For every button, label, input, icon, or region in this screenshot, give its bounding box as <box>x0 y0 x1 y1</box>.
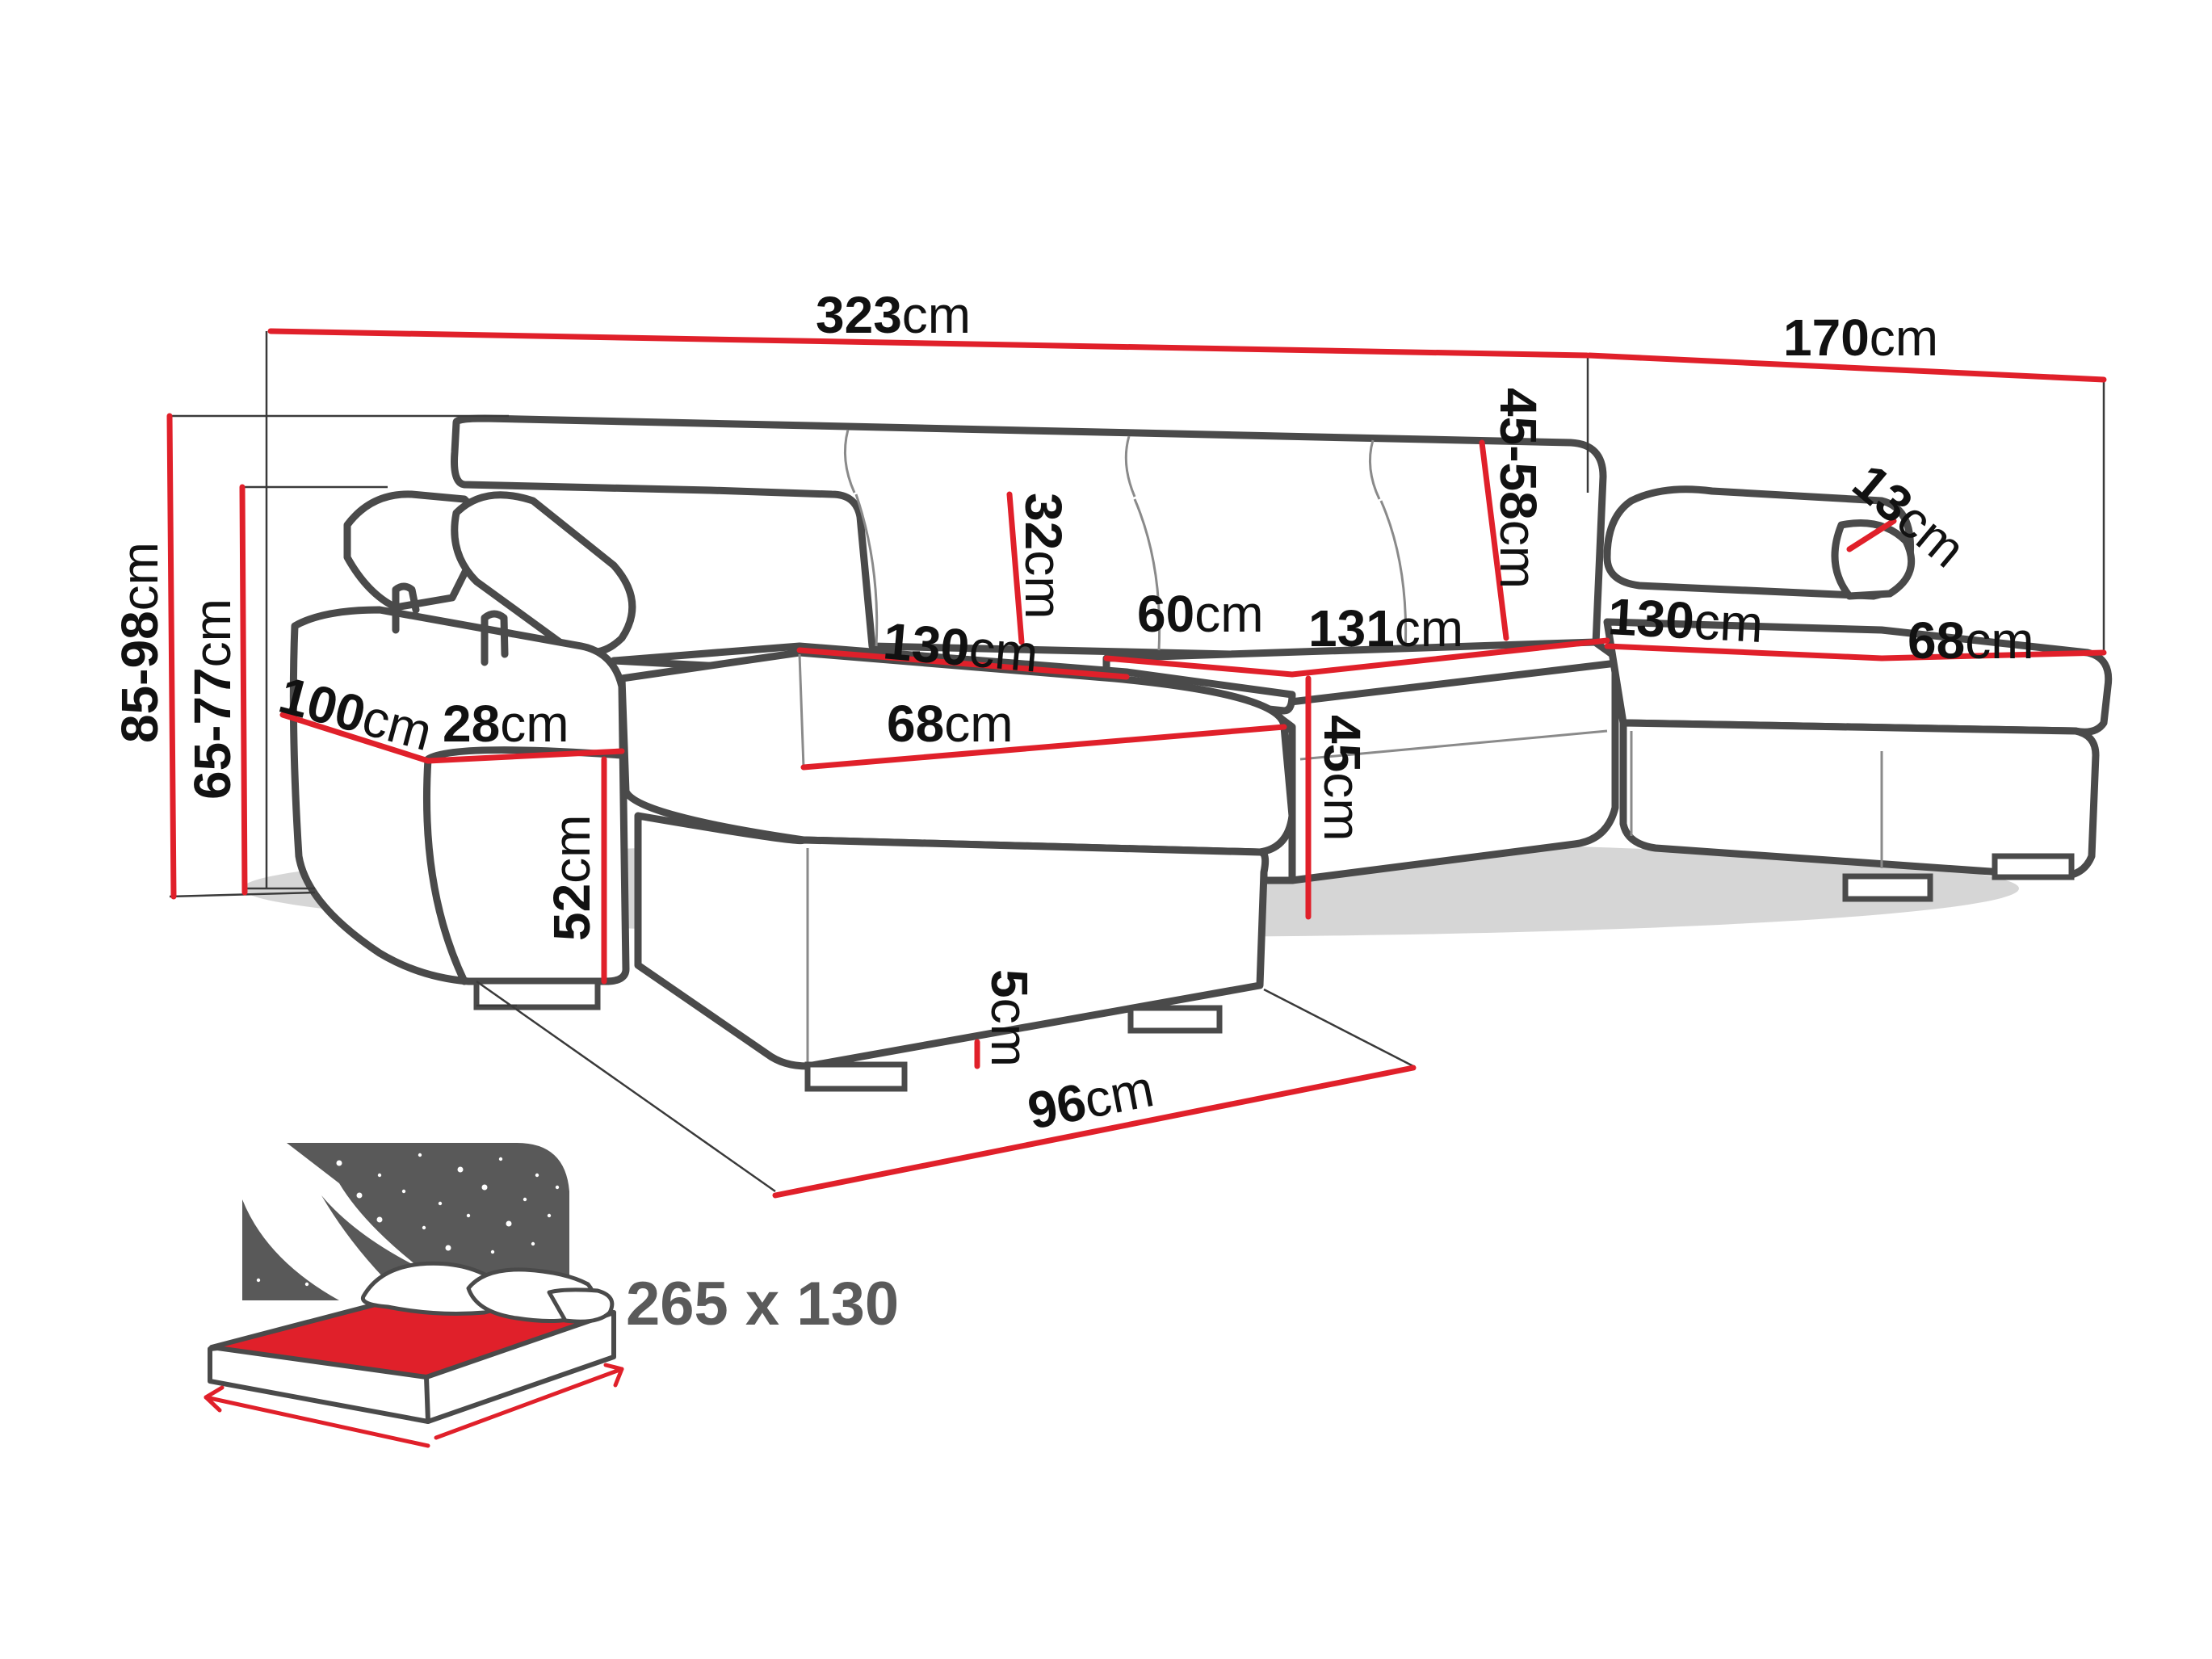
right-chaise <box>1603 485 2113 902</box>
star-dot <box>268 1225 273 1230</box>
label-323: 323cm <box>816 286 971 344</box>
guide-lines <box>169 331 2105 1193</box>
label-85-98: 85-98cm <box>111 542 169 743</box>
dim-line-131 <box>1289 637 1610 678</box>
star-dot <box>466 1213 471 1218</box>
label-32: 32cm <box>1014 493 1072 620</box>
bed-with-pillows-icon <box>204 1143 624 1448</box>
label-130-right: 130cm <box>1606 587 1765 653</box>
star-dot <box>506 1220 512 1227</box>
star-dot <box>531 1241 535 1246</box>
label-45: 45cm <box>1313 715 1371 842</box>
label-68-right: 68cm <box>1908 611 2034 670</box>
star-dot <box>418 1153 422 1157</box>
dim-line-32 <box>1006 491 1025 645</box>
dim-line-65-77 <box>239 484 248 896</box>
label-28: 28cm <box>443 695 569 753</box>
label-60: 60cm <box>1137 585 1264 643</box>
label-45-58: 45-58cm <box>1489 388 1547 589</box>
label-170: 170cm <box>1783 309 1938 367</box>
star-dot <box>457 1166 464 1173</box>
dim-line-68-left <box>800 724 1287 771</box>
dim-line-170 <box>1586 352 2107 383</box>
label-131: 131cm <box>1308 599 1463 657</box>
star-dot <box>401 1189 406 1194</box>
label-5: 5cm <box>980 969 1039 1067</box>
left-chaise <box>610 642 1296 1092</box>
dim-line-28 <box>425 748 625 764</box>
star-dot <box>498 1157 503 1161</box>
dim-line-68-right <box>1878 649 2107 662</box>
dim-line-60 <box>1103 655 1295 678</box>
star-dot <box>336 1160 342 1166</box>
star-dot <box>523 1197 527 1202</box>
dim-line-45-58 <box>1479 439 1509 641</box>
sleeping-area-label: 265 x 130 <box>626 1270 899 1338</box>
star-dot <box>304 1282 309 1287</box>
star-dot <box>256 1278 261 1283</box>
dim-line-85-98 <box>166 413 177 900</box>
dim-line-13 <box>1846 518 1897 552</box>
star-dot <box>422 1225 426 1230</box>
star-dot <box>356 1192 363 1199</box>
star-dot <box>377 1173 382 1178</box>
star-dot <box>535 1173 539 1178</box>
label-65-77: 65-77cm <box>183 598 241 800</box>
label-52: 52cm <box>543 815 601 942</box>
label-96: 96cm <box>1023 1059 1158 1140</box>
left-armrest <box>289 490 636 1010</box>
star-dot <box>547 1213 552 1218</box>
dim-line-130-left <box>796 647 1130 680</box>
sofa-back <box>451 414 1607 666</box>
dimension-lines <box>166 328 2107 1199</box>
star-dot <box>490 1250 495 1254</box>
label-130-left: 130cm <box>881 611 1041 682</box>
star-dot <box>481 1184 488 1191</box>
star-dot <box>438 1201 443 1206</box>
label-68-left: 68cm <box>887 695 1014 753</box>
star-dot <box>376 1216 383 1223</box>
star-dot <box>445 1245 451 1251</box>
dim-line-323 <box>267 328 1590 359</box>
dim-line-100 <box>279 712 431 764</box>
dim-line-130-right <box>1604 643 1885 662</box>
star-dot <box>283 1253 290 1259</box>
dim-line-96 <box>772 1065 1417 1199</box>
star-dot <box>555 1185 560 1190</box>
